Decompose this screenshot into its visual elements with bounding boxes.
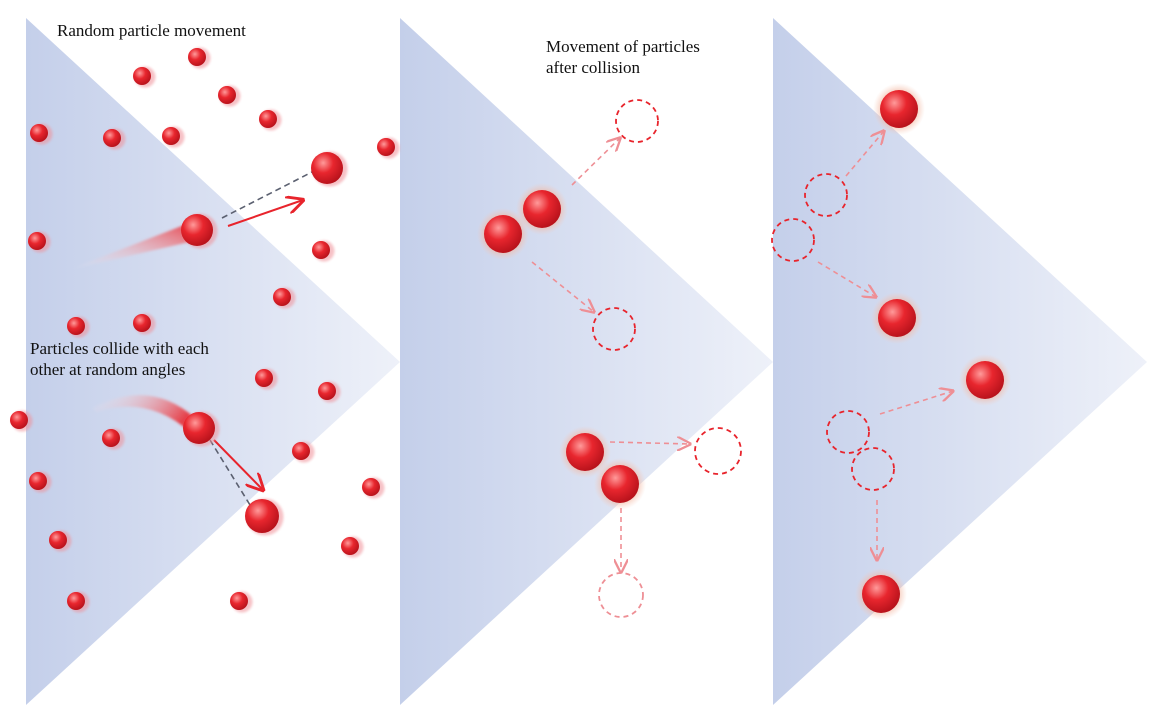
panel-right (773, 18, 1147, 705)
particle (10, 410, 33, 432)
particles-panel-middle (477, 183, 646, 510)
motion-trail-lower (92, 395, 195, 432)
particle (292, 441, 315, 463)
particle (855, 568, 907, 620)
particle (959, 354, 1011, 406)
particle (259, 109, 282, 131)
ghost-particle (598, 572, 644, 618)
particle (516, 183, 568, 235)
particle (871, 292, 923, 344)
ghost-particle (804, 173, 848, 217)
particle (594, 458, 646, 510)
particles-panel-left (10, 47, 400, 613)
particle (133, 313, 156, 335)
trajectory-arrow-upper (227, 200, 303, 227)
particle (30, 123, 53, 145)
particle (477, 208, 529, 260)
particle (67, 591, 90, 613)
particle (49, 530, 72, 552)
label-after-collision: Movement of particles after collision (546, 37, 700, 77)
particle (230, 591, 253, 613)
particle (103, 128, 126, 150)
ghost-particle (851, 447, 895, 491)
particle (255, 368, 278, 390)
ghost-particle (771, 218, 815, 262)
particle (559, 426, 611, 478)
label-collide: Particles collide with each other at ran… (30, 339, 209, 379)
particle (245, 498, 284, 536)
particle (188, 47, 211, 69)
particle (181, 213, 218, 249)
arrows-panel-right (817, 131, 953, 560)
particle (162, 126, 185, 148)
trajectory-dashed-lower (209, 439, 251, 506)
particle (218, 85, 241, 107)
particle (102, 428, 125, 450)
particle (29, 471, 52, 493)
particle (28, 231, 51, 253)
particle (311, 151, 348, 187)
particle (318, 381, 341, 403)
trajectory-dashed-upper (221, 169, 317, 219)
trajectory-arrow-lower (213, 439, 263, 490)
ghost-particle (826, 410, 870, 454)
particle (67, 316, 90, 338)
particle (377, 137, 400, 159)
ghost-particle (694, 427, 742, 475)
particle (273, 287, 296, 309)
particles-panel-right (855, 83, 1011, 620)
particle (312, 240, 335, 262)
panel-middle (400, 18, 773, 705)
particle (341, 536, 364, 558)
ghost-particles-panel-middle (592, 99, 742, 618)
ghost-particles-panel-right (771, 173, 895, 491)
label-random-movement: Random particle movement (57, 21, 246, 40)
particle (183, 411, 220, 447)
ghost-particle (592, 307, 636, 351)
particle (873, 83, 925, 135)
panel-left (26, 18, 400, 705)
ghost-particle (615, 99, 659, 143)
particle (362, 477, 385, 499)
arrows-panel-middle (531, 138, 690, 572)
motion-trail-upper (68, 222, 198, 270)
particle (133, 66, 156, 88)
